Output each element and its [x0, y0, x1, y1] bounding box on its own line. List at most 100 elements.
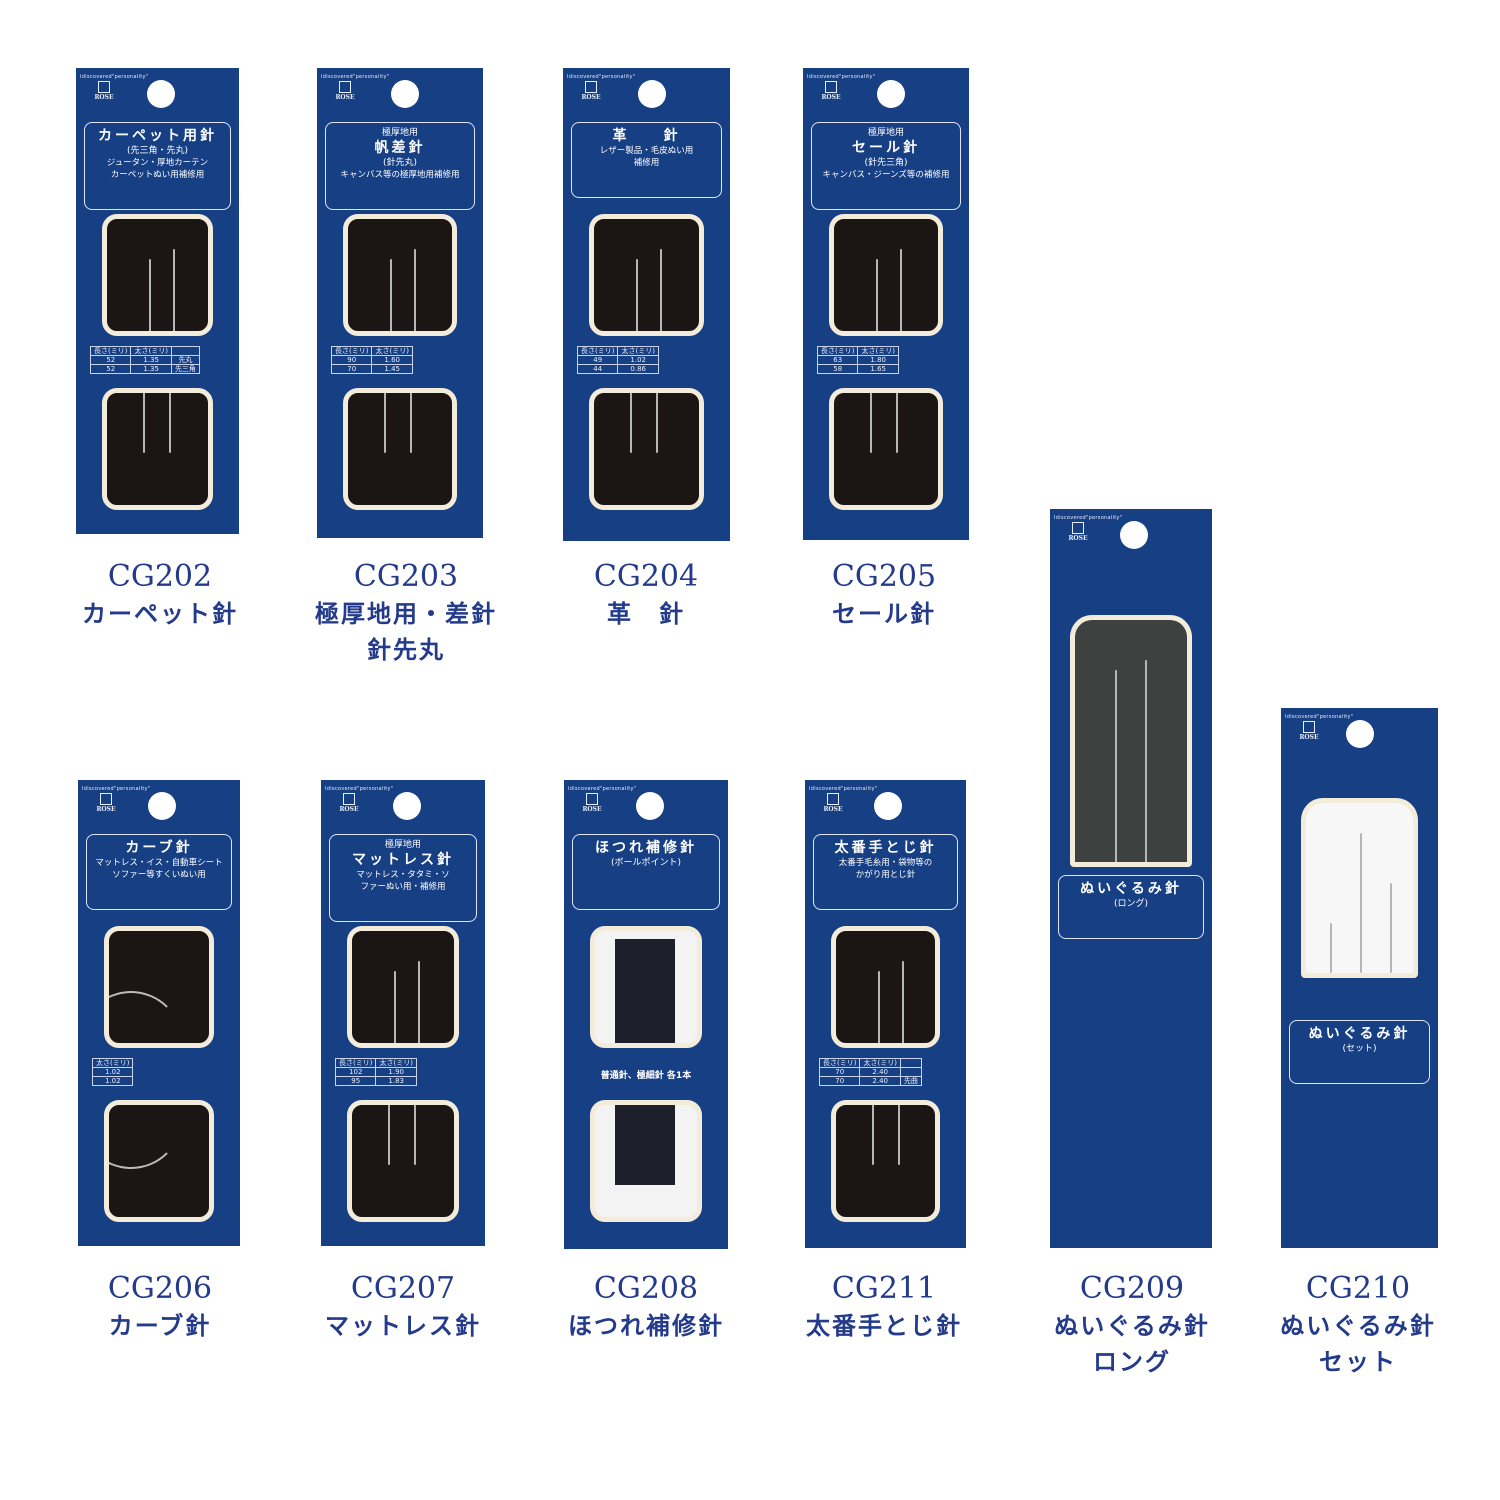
- logo-arc-text: Idiscovered"personality": [82, 786, 151, 792]
- label-description: ジュータン・厚地カーテン: [106, 158, 209, 168]
- package-label: 極厚地用マットレス針マットレス・タタミ・ソファーぬい用・補修用: [329, 834, 477, 922]
- label-title: マットレス針: [352, 852, 454, 868]
- product-code: CG206: [107, 1271, 213, 1306]
- logo-mark-icon: [825, 81, 837, 93]
- needle-window: [1070, 615, 1192, 867]
- label-subtitle: (針先三角): [864, 158, 908, 168]
- package-label: カーペット用針(先三角・先丸)ジュータン・厚地カーテンカーペットぬい用補修用: [84, 122, 231, 210]
- package-label: カーブ針マットレス・イス・自動車シートソファー等すくいぬい用: [86, 834, 232, 910]
- product-code: CG210: [1305, 1271, 1411, 1306]
- label-title: ぬいぐるみ針: [1080, 881, 1182, 897]
- logo-arc-text: Idiscovered"personality": [80, 74, 149, 80]
- spec-header-cell: 太さ(ミリ): [371, 346, 413, 356]
- label-title: ほつれ補修針: [595, 840, 697, 856]
- spec-header-row: 長さ(ミリ)太さ(ミリ): [330, 346, 413, 356]
- label-title: カーブ針: [125, 840, 193, 856]
- needle: [414, 1105, 416, 1165]
- spec-header-cell: 太さ(ミリ): [130, 346, 172, 356]
- label-subtitle: (セット): [1342, 1044, 1377, 1054]
- hang-hole: [877, 80, 905, 108]
- needle: [1115, 670, 1117, 862]
- spec-cell: 70: [818, 1067, 861, 1077]
- rose-logo: Idiscovered"personality"ROSE: [807, 74, 875, 114]
- needle-window-bottom: [104, 1100, 214, 1222]
- spec-cell: 58: [816, 364, 859, 374]
- product-name: ぬいぐるみ針: [1054, 1312, 1210, 1340]
- spec-cell: 1.02: [617, 355, 659, 365]
- spec-header-cell: [170, 346, 200, 356]
- rose-logo: Idiscovered"personality"ROSE: [82, 786, 151, 826]
- needle-window-bottom: [347, 1100, 459, 1222]
- product-name: セール針: [832, 600, 936, 628]
- needle: [900, 249, 902, 331]
- product-card-cg202: Idiscovered"personality"ROSE カーペット用針 (先三角・…: [76, 68, 239, 534]
- needle-window-top: [829, 214, 943, 336]
- package-label: ほつれ補修針(ボールポイント): [572, 834, 720, 910]
- logo-brand: ROSE: [823, 806, 843, 813]
- label-description: 太番手毛糸用・袋物等の: [838, 858, 933, 868]
- spec-cell: 1.80: [857, 355, 899, 365]
- product-code: CG208: [593, 1271, 699, 1306]
- label-subtitle: (先三角・先丸): [126, 146, 189, 156]
- label-title: 帆差針: [374, 140, 426, 156]
- rose-logo: Idiscovered"personality"ROSE: [80, 74, 149, 114]
- logo-arc-text: Idiscovered"personality": [321, 74, 390, 80]
- needle: [1145, 660, 1147, 862]
- spec-header-row: 長さ(ミリ)太さ(ミリ): [89, 346, 200, 356]
- spec-cell: 1.90: [375, 1067, 417, 1077]
- package-label: ぬいぐるみ針(ロング): [1058, 875, 1204, 939]
- needle-window: [1301, 798, 1418, 978]
- product-code: CG202: [107, 559, 213, 594]
- needle-window-top: [590, 926, 702, 1048]
- product-name: ほつれ補修針: [568, 1312, 724, 1340]
- spec-header-row: 長さ(ミリ)太さ(ミリ): [576, 346, 659, 356]
- logo-mark-icon: [98, 81, 110, 93]
- spec-cell: 95: [334, 1076, 377, 1086]
- label-title: カーペット用針: [98, 128, 217, 144]
- spec-cell: 44: [576, 364, 619, 374]
- needle-window-bottom: [343, 388, 457, 510]
- spec-header-row: 長さ(ミリ)太さ(ミリ): [816, 346, 899, 356]
- needle-case: [615, 1105, 675, 1185]
- product-name: カーペット針: [82, 600, 238, 628]
- logo-brand: ROSE: [1068, 535, 1088, 542]
- logo-mark-icon: [100, 793, 112, 805]
- spec-header-cell: 長さ(ミリ): [818, 1058, 861, 1068]
- label-title: ぬいぐるみ針: [1308, 1026, 1411, 1042]
- spec-header-cell: 太さ(ミリ): [91, 1058, 134, 1068]
- spec-header-row: 太さ(ミリ): [91, 1058, 134, 1068]
- hang-hole: [147, 80, 175, 108]
- hang-hole: [636, 792, 664, 820]
- hang-hole: [148, 792, 176, 820]
- logo-arc-text: Idiscovered"personality": [1054, 515, 1123, 521]
- needle: [878, 971, 880, 1043]
- spec-cell: 1.02: [91, 1076, 134, 1086]
- spec-header-row: 長さ(ミリ)太さ(ミリ): [334, 1058, 417, 1068]
- label-description: マットレス・タタミ・ソ: [356, 870, 450, 880]
- curved-needle: [109, 991, 183, 1043]
- logo-mark-icon: [585, 81, 597, 93]
- spec-row: 1.02: [91, 1076, 134, 1086]
- needle: [898, 1105, 900, 1165]
- spec-header-row: 長さ(ミリ)太さ(ミリ): [818, 1058, 922, 1068]
- needle: [1390, 883, 1392, 973]
- label-title: セール針: [852, 140, 920, 156]
- logo-mark-icon: [586, 793, 598, 805]
- product-caption: CG202 カーペット針: [60, 558, 260, 632]
- rose-logo: Idiscovered"personality"ROSE: [809, 786, 877, 826]
- needle-window-bottom: [102, 388, 213, 510]
- product-code: CG209: [1079, 1271, 1185, 1306]
